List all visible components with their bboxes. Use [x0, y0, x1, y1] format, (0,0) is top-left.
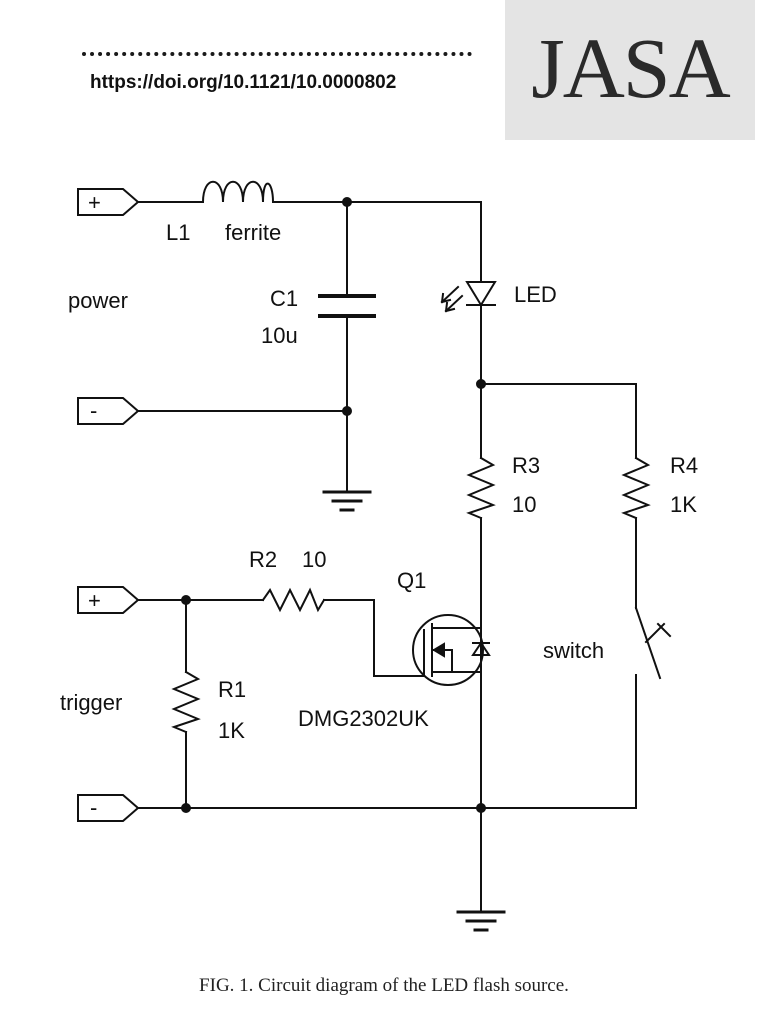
switch-lever [634, 606, 662, 680]
power-label: power [68, 288, 128, 313]
junction-dot [181, 803, 191, 813]
Q1-part: DMG2302UK [298, 706, 429, 731]
switch-label: switch [543, 638, 604, 663]
journal-logo-box: JASA [505, 0, 755, 140]
resistor-R2 [261, 587, 326, 613]
R4-ref: R4 [670, 453, 698, 478]
junction-dot [342, 197, 352, 207]
Q1-ref: Q1 [397, 568, 426, 593]
R2-value: 10 [302, 547, 326, 572]
circuit-diagram: + - + - power trigger switch L1 ferrite … [60, 181, 698, 932]
resistor-R1 [171, 670, 201, 734]
switch-actuator [656, 622, 672, 638]
R1-ref: R1 [218, 677, 246, 702]
journal-logo: JASA [531, 20, 731, 116]
mosfet-Q1-body-diode [471, 641, 491, 656]
junction-dot [476, 379, 486, 389]
resistor-R4 [621, 456, 651, 520]
R3-ref: R3 [512, 453, 540, 478]
C1-ref: C1 [270, 286, 298, 311]
trigger-minus-sign: - [90, 795, 97, 820]
L1-value: ferrite [225, 220, 281, 245]
figure-caption: FIG. 1. Circuit diagram of the LED flash… [199, 975, 569, 996]
inductor-L1 [201, 181, 275, 204]
led-arrow-head [444, 301, 456, 313]
junction-dot [476, 803, 486, 813]
led-diode [465, 281, 497, 307]
led-arrow [444, 294, 464, 313]
power-plus-terminal [77, 188, 140, 216]
R1-value: 1K [218, 718, 245, 743]
led-arrow-head [440, 292, 452, 304]
R3-value: 10 [512, 492, 536, 517]
power-minus-terminal [77, 397, 140, 425]
resistor-R3 [466, 456, 496, 520]
R2-ref: R2 [249, 547, 277, 572]
header-dotted-rule [82, 52, 472, 56]
mosfet-Q1-body [412, 614, 484, 686]
trigger-plus-terminal [77, 586, 140, 614]
L1-ref: L1 [166, 220, 190, 245]
power-plus-sign: + [88, 190, 101, 215]
junction-dot [342, 406, 352, 416]
junction-dot [181, 595, 191, 605]
R4-value: 1K [670, 492, 697, 517]
C1-value: 10u [261, 323, 298, 348]
trigger-plus-sign: + [88, 588, 101, 613]
trigger-label: trigger [60, 690, 122, 715]
power-minus-sign: - [90, 398, 97, 423]
LED-label: LED [514, 282, 557, 307]
trigger-minus-terminal [77, 794, 140, 822]
mosfet-Q1-arrow [432, 642, 445, 658]
led-arrow [440, 285, 460, 304]
doi-link[interactable]: https://doi.org/10.1121/10.0000802 [90, 72, 397, 93]
